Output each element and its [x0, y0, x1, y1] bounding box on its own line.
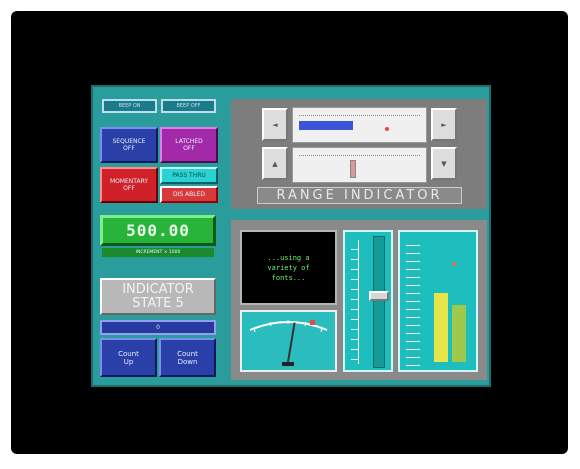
left-arrow-button[interactable]: ◄ — [262, 108, 288, 141]
up-arrow-button[interactable]: ▲ — [262, 147, 288, 180]
vertical-slider — [343, 230, 393, 372]
slider-track — [373, 236, 385, 368]
range-panel: ◄ ► ▲ ▼ RANGE INDICATOR — [231, 99, 487, 209]
down-arrow-button[interactable]: ▼ — [431, 147, 457, 180]
range-scale-bottom — [299, 152, 420, 156]
counter-display: 0 — [100, 320, 216, 335]
bargraph-marker — [452, 262, 456, 266]
range-track-bottom — [292, 147, 427, 183]
gauges-panel: ...using a variety of fonts... — [231, 220, 487, 380]
slider-scale — [351, 240, 359, 364]
hmi-screen: BEEP ON BEEP OFF SEQUENCE OFF LATCHED OF… — [91, 85, 491, 387]
count-down-button[interactable]: Count Down — [159, 338, 216, 377]
disabled-button[interactable]: DIS ABLED — [160, 186, 218, 203]
indicator-line1: INDICATOR — [122, 281, 194, 297]
analog-meter — [240, 310, 337, 372]
indicator-line2: STATE 5 — [132, 295, 184, 311]
bargraph-scale — [406, 238, 420, 366]
sequence-button[interactable]: SEQUENCE OFF — [100, 127, 158, 163]
range-bar-top — [299, 121, 354, 130]
pass-thru-button[interactable]: PASS THRU — [160, 167, 218, 184]
bar-yellow — [434, 292, 448, 362]
bar-green — [452, 305, 466, 362]
range-indicator-title: RANGE INDICATOR — [257, 187, 462, 204]
momentary-button[interactable]: MOMENTARY OFF — [100, 167, 158, 203]
range-scale-top — [299, 112, 420, 116]
range-marker-top — [385, 127, 389, 131]
message-display: ...using a variety of fonts... — [240, 230, 337, 305]
beep-on-button[interactable]: BEEP ON — [102, 99, 157, 113]
range-track-top — [292, 107, 427, 143]
analog-meter-dial — [249, 320, 328, 366]
numeric-display-caption: INCREMENT × 1000 — [102, 248, 214, 257]
numeric-display: 500.00 — [100, 215, 216, 246]
range-marker-bottom — [349, 160, 356, 178]
indicator-state: INDICATOR STATE 5 — [100, 278, 216, 315]
bargraph-panel — [398, 230, 478, 372]
latched-button[interactable]: LATCHED OFF — [160, 127, 218, 163]
slider-handle[interactable] — [369, 290, 389, 301]
right-arrow-button[interactable]: ► — [431, 108, 457, 141]
count-up-button[interactable]: Count Up — [100, 338, 157, 377]
beep-off-button[interactable]: BEEP OFF — [161, 99, 216, 113]
